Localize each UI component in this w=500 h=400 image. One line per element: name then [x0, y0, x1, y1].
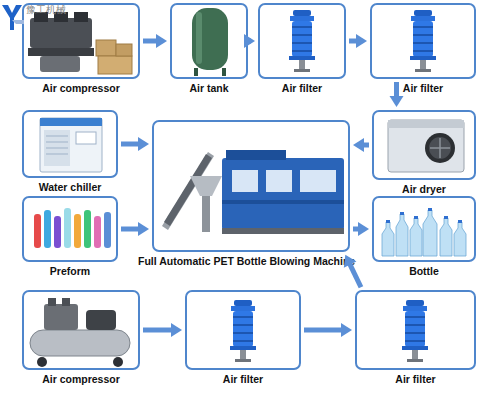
process-box: Full Automatic PET Bottle Blowing Machin… — [152, 120, 350, 252]
process-box: Air filter — [258, 3, 346, 79]
arrow-head — [138, 222, 149, 236]
flow-arrow — [244, 34, 255, 48]
node-caption: Air compressor — [4, 373, 158, 385]
preform-illustration — [34, 208, 111, 248]
arrow-head — [358, 222, 369, 236]
arrow-shaft — [143, 39, 158, 44]
flow-arrow — [344, 255, 361, 288]
arrow-head — [353, 138, 364, 152]
arrow-shaft — [304, 328, 343, 333]
process-box: Air filter — [355, 290, 476, 370]
node-caption: Air filter — [352, 82, 494, 94]
process-box: Air filter — [185, 290, 301, 370]
arrow-head — [171, 323, 182, 337]
node-caption: Bottle — [354, 265, 494, 277]
node-caption: Air filter — [337, 373, 494, 385]
node-caption: Air filter — [167, 373, 319, 385]
process-box: Bottle — [372, 196, 476, 262]
arrow-shaft — [349, 39, 358, 44]
arrow-head — [356, 34, 367, 48]
node-caption: Air filter — [240, 82, 364, 94]
process-box: Air dryer — [372, 110, 476, 180]
flow-arrow — [121, 222, 149, 236]
air-tank-illustration — [192, 8, 228, 76]
process-box: Air compressor — [22, 290, 140, 370]
air-dryer-illustration — [388, 120, 464, 172]
arrow-shaft — [121, 142, 140, 147]
process-box: Preform — [22, 196, 118, 262]
flow-arrow — [143, 34, 167, 48]
air-compressor-illustration — [28, 12, 132, 74]
arrow-head — [138, 137, 149, 151]
flow-arrow — [121, 137, 149, 151]
flow-arrow — [353, 222, 369, 236]
node-caption: Water chiller — [4, 181, 136, 193]
node-caption: Preform — [4, 265, 136, 277]
arrow-shaft — [121, 227, 140, 232]
flow-arrow — [143, 323, 182, 337]
bottle-illustration — [382, 208, 466, 256]
air-compressor-illustration — [30, 298, 130, 367]
arrow-shaft — [353, 227, 360, 232]
node-caption: Air compressor — [4, 82, 158, 94]
process-box: Water chiller — [22, 110, 118, 178]
arrow-head — [344, 255, 357, 268]
arrow-shaft — [362, 143, 369, 148]
process-box: Air compressor — [22, 3, 140, 79]
water-chiller-illustration — [40, 118, 102, 172]
arrow-shaft — [394, 82, 399, 98]
arrow-head — [156, 34, 167, 48]
blowing-machine-illustration — [162, 150, 344, 234]
process-box: Air tank — [170, 3, 248, 79]
arrow-head — [341, 323, 352, 337]
air-filter-illustration — [230, 10, 436, 362]
process-box: Air filter — [370, 3, 476, 79]
arrow-shaft — [349, 263, 361, 287]
arrow-head — [244, 34, 255, 48]
arrow-shaft — [246, 39, 251, 44]
node-caption: Air dryer — [354, 183, 494, 195]
flow-arrow — [304, 323, 352, 337]
node-caption: Air tank — [152, 82, 266, 94]
node-caption: Full Automatic PET Bottle Blowing Machin… — [138, 255, 344, 267]
arrow-head — [390, 96, 404, 107]
logo-mark — [2, 5, 24, 30]
flow-arrow — [353, 138, 369, 152]
flow-arrow — [390, 82, 404, 107]
flow-arrow — [349, 34, 367, 48]
arrow-shaft — [143, 328, 173, 333]
